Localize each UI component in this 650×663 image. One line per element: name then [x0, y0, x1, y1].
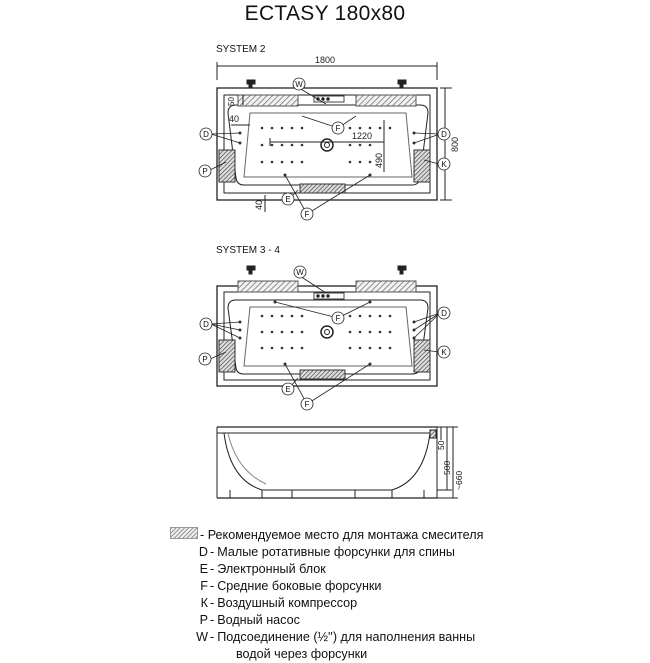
callout-p: P [202, 355, 207, 364]
callout-k: K [441, 348, 447, 357]
callout-p: P [202, 167, 207, 176]
dim-side-height: 500 [442, 461, 452, 475]
legend-text: Средние боковые форсунки [217, 579, 382, 593]
side-view [216, 426, 458, 499]
system-2-plan: 1800 800 40 1220 [216, 55, 460, 212]
callout-w: W [295, 80, 303, 89]
legend-symbol: D [198, 545, 208, 559]
legend-text: Подсоединение (½'') для наполнения ванны [217, 630, 476, 644]
dim-offset-490: 490 [374, 153, 384, 168]
page-title: ECTASY 180x80 [244, 2, 406, 25]
legend-symbol: F [200, 579, 208, 593]
system-2-callouts [198, 77, 451, 221]
side-view-dims: 50 500 ~660 [436, 440, 464, 490]
callout-f: F [336, 124, 341, 133]
legend-row-mixer: - Рекомендуемое место для монтажа смесит… [170, 527, 483, 544]
legend-row: P-Водный насос [170, 612, 483, 629]
legend: - Рекомендуемое место для монтажа смесит… [170, 527, 483, 663]
system-3-4-callout-labels: W F D D P K E F [202, 268, 447, 409]
callout-e: E [285, 195, 290, 204]
legend-text: Электронный блок [217, 562, 326, 576]
legend-text: Воздушный компрессор [217, 596, 358, 610]
legend-symbol: К [200, 596, 208, 610]
legend-continuation: водой через форсунки [236, 647, 368, 661]
callout-k: K [441, 160, 447, 169]
dim-width: 800 [450, 137, 460, 152]
system-2-callout-labels: W F D D P K E F [202, 80, 447, 219]
dim-offset-40a: 40 [229, 114, 239, 124]
system-3-4-callouts [198, 265, 451, 411]
legend-text: Водный насос [217, 613, 300, 627]
callout-w: W [296, 268, 304, 277]
legend-row: F-Средние боковые форсунки [170, 578, 483, 595]
dim-side-total: ~660 [454, 471, 464, 490]
callout-d: D [441, 309, 447, 318]
callout-f: F [336, 314, 341, 323]
legend-mixer-text: - Рекомендуемое место для монтажа смесит… [200, 528, 484, 542]
callout-d: D [441, 130, 447, 139]
dim-length: 1800 [315, 55, 335, 65]
callout-f: F [305, 400, 310, 409]
system-2-jets [238, 126, 416, 177]
callout-d: D [203, 130, 209, 139]
legend-row: W-Подсоединение (½'') для наполнения ван… [170, 629, 483, 646]
callout-f: F [305, 210, 310, 219]
dim-offset-50: 50 [227, 97, 236, 106]
dim-inner: 1220 [352, 131, 372, 141]
system-3-4-plan [216, 265, 438, 387]
legend-row: D-Малые ротативные форсунки для спины [170, 544, 483, 561]
callout-d: D [203, 320, 209, 329]
callout-e: E [285, 385, 290, 394]
legend-row: К-Воздушный компрессор [170, 595, 483, 612]
legend-symbol: P [199, 613, 208, 627]
system-2-label: SYSTEM 2 [216, 44, 266, 55]
legend-symbol: W [196, 630, 208, 644]
legend-row: E-Электронный блок [170, 561, 483, 578]
legend-text: Малые ротативные форсунки для спины [217, 545, 455, 559]
system-3-4-jets [238, 300, 416, 366]
dim-offset-40b: 40 [254, 200, 264, 210]
hatch-swatch-icon [170, 527, 198, 539]
legend-symbol: E [199, 562, 208, 576]
dim-side-rim: 50 [436, 440, 446, 450]
system-3-4-label: SYSTEM 3 - 4 [216, 245, 280, 256]
